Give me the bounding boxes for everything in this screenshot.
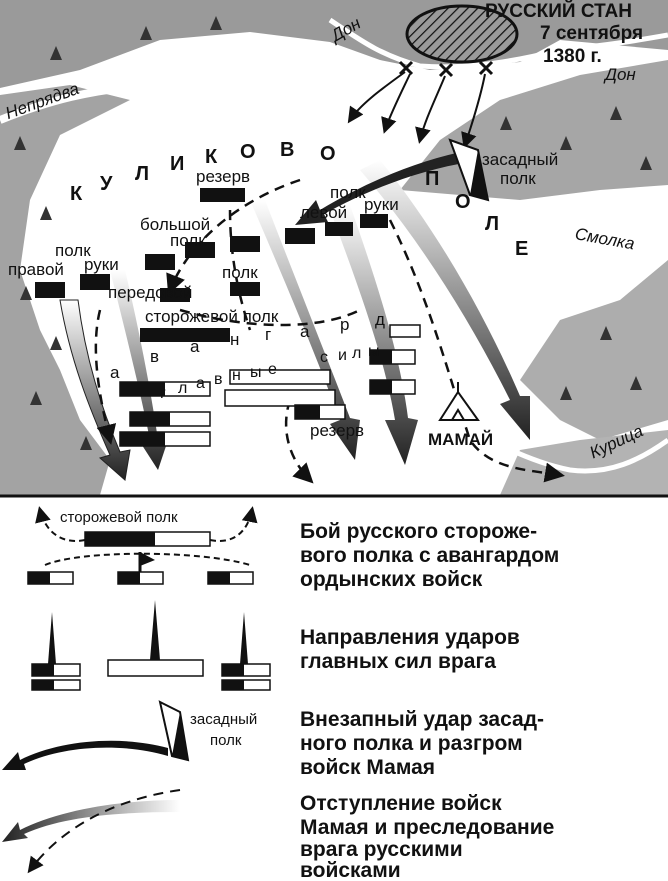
label-mamai: МАМАЙ — [428, 430, 493, 449]
avangard-letter: г — [265, 325, 271, 344]
horde-unit-tips — [120, 350, 392, 446]
field-name: К У Л И К О В О П О Л Е — [70, 139, 528, 260]
label-zasadny-1: засадный — [482, 150, 558, 169]
label-bolshoy-1: большой — [140, 215, 210, 234]
tree-icons — [14, 16, 652, 450]
legend-item-ambush-strike: засадный полк Внезапный удар засад- ного… — [2, 700, 544, 779]
main-forces-letter: л — [178, 380, 187, 397]
field-letter: У — [100, 173, 113, 195]
legend-text-1-line-3: ордынских войск — [300, 568, 483, 591]
main-forces-letter: г — [160, 385, 166, 402]
main-forces-letter: и — [338, 347, 347, 364]
legend-item-main-forces-strikes: Направления ударов главных сил врага — [31, 600, 520, 691]
camp-date-2: 1380 г. — [543, 46, 602, 67]
field-letter: Л — [485, 213, 499, 235]
mamai-tent-icon — [438, 382, 480, 421]
main-forces-letter: в — [214, 371, 223, 388]
main-forces-letter: л — [352, 345, 361, 362]
field-letter: О — [240, 141, 256, 163]
field-letter: О — [455, 191, 471, 213]
camp-date-1: 7 сентября — [540, 23, 643, 44]
label-left-2: левой — [300, 203, 347, 222]
main-forces-letter: ы — [250, 364, 262, 381]
label-bolshoy-2: полк — [170, 231, 206, 250]
camp-title: РУССКИЙ СТАН — [485, 0, 632, 22]
ambush-regiment-marker — [448, 138, 490, 202]
label-peredovoy: передовой — [108, 283, 192, 302]
russian-camp: РУССКИЙ СТАН 7 сентября 1380 г. — [405, 0, 643, 67]
field-letter: Е — [515, 238, 528, 260]
label-rezerv-top: резерв — [196, 167, 250, 186]
legend-text-2-line-1: Направления ударов — [300, 626, 520, 649]
field-letter: В — [280, 139, 294, 161]
avangard-letter: а — [300, 322, 310, 341]
label-left-1: полк — [330, 183, 366, 202]
river-don — [328, 17, 668, 70]
main-forces-letter: а — [196, 375, 205, 392]
main-forces-letter: ы — [368, 343, 380, 360]
legend-text-1-line-1: Бой русского стороже- — [300, 520, 537, 543]
river-crossings — [398, 60, 494, 78]
river-kuritsa — [418, 397, 668, 474]
legend: сторожевой полк Бой русского стороже- во… — [2, 506, 559, 881]
terrain-bottom-right — [520, 260, 668, 440]
field-letter: К — [205, 146, 218, 168]
avangard-letter: в — [150, 347, 159, 366]
legend-text-3-line-3: войск Мамая — [300, 756, 435, 779]
main-forces-letter: с — [320, 349, 328, 366]
legend-text-2-line-2: главных сил врага — [300, 650, 496, 673]
field-letter: Л — [135, 163, 149, 185]
legend-text-3-line-1: Внезапный удар засад- — [300, 708, 544, 731]
legend-item-watch-regiment: сторожевой полк Бой русского стороже- во… — [27, 506, 559, 591]
river-nepryadva — [0, 80, 384, 162]
label-right-2: правой — [8, 260, 64, 279]
main-forces-letter: н — [232, 367, 241, 384]
avangard-letter: а — [190, 337, 200, 356]
label-right-3: руки — [84, 255, 119, 274]
glavnye-sily-label: г л а в н ы е с и л ы — [160, 343, 380, 402]
camp-movement-arrows — [347, 71, 486, 149]
label-zasadny-2: полк — [500, 169, 536, 188]
label-peredovoy-2: полк — [222, 263, 258, 282]
field-letter: О — [320, 143, 336, 165]
avangard-letter: н — [230, 330, 239, 349]
legend-text-4-line-2: Мамая и преследование — [300, 816, 554, 839]
avangard-letter: а — [110, 363, 120, 382]
river-smolka — [379, 198, 668, 242]
legend-text-1-line-2: вого полка с авангардом — [300, 544, 559, 567]
legend-item-retreat-pursuit: Отступление войск Мамая и преследование … — [2, 789, 554, 881]
field-letter: К — [70, 183, 83, 205]
arrow-ambush-strike — [295, 150, 470, 225]
field-letter: И — [170, 153, 184, 175]
label-left-3: руки — [364, 195, 399, 214]
arrow-left-flank — [330, 205, 418, 465]
avangard-letter: д — [375, 310, 385, 329]
map-area: РУССКИЙ СТАН 7 сентября 1380 г. Дон Дон … — [0, 0, 668, 495]
river-don-label-2: Дон — [603, 65, 636, 84]
legend-text-4-line-1: Отступление войск — [300, 792, 502, 815]
legend-text-3-line-2: ного полка и разгром — [300, 732, 523, 755]
avangard-label: а в а н г а р д — [110, 310, 385, 382]
legend-text-4-line-4: войсками — [300, 859, 401, 881]
legend-sample-label-1: сторожевой полк — [60, 509, 178, 526]
terrain-left — [0, 85, 130, 495]
retreat-lines — [94, 178, 565, 484]
field-letter: П — [425, 168, 439, 190]
legend-sample-label-3a: засадный — [190, 711, 257, 728]
main-forces-letter: е — [268, 361, 277, 378]
label-right-1: полк — [55, 241, 91, 260]
russian-regiments — [35, 188, 388, 342]
label-storozhevoy: сторожевой полк — [145, 307, 279, 326]
avangard-letter: р — [340, 315, 349, 334]
legend-text-4-line-3: врага русскими — [300, 838, 463, 861]
terrain-bottom-right-2 — [500, 430, 668, 495]
label-rezerv-bottom: резерв — [310, 421, 364, 440]
legend-sample-label-3b: полк — [210, 732, 242, 749]
